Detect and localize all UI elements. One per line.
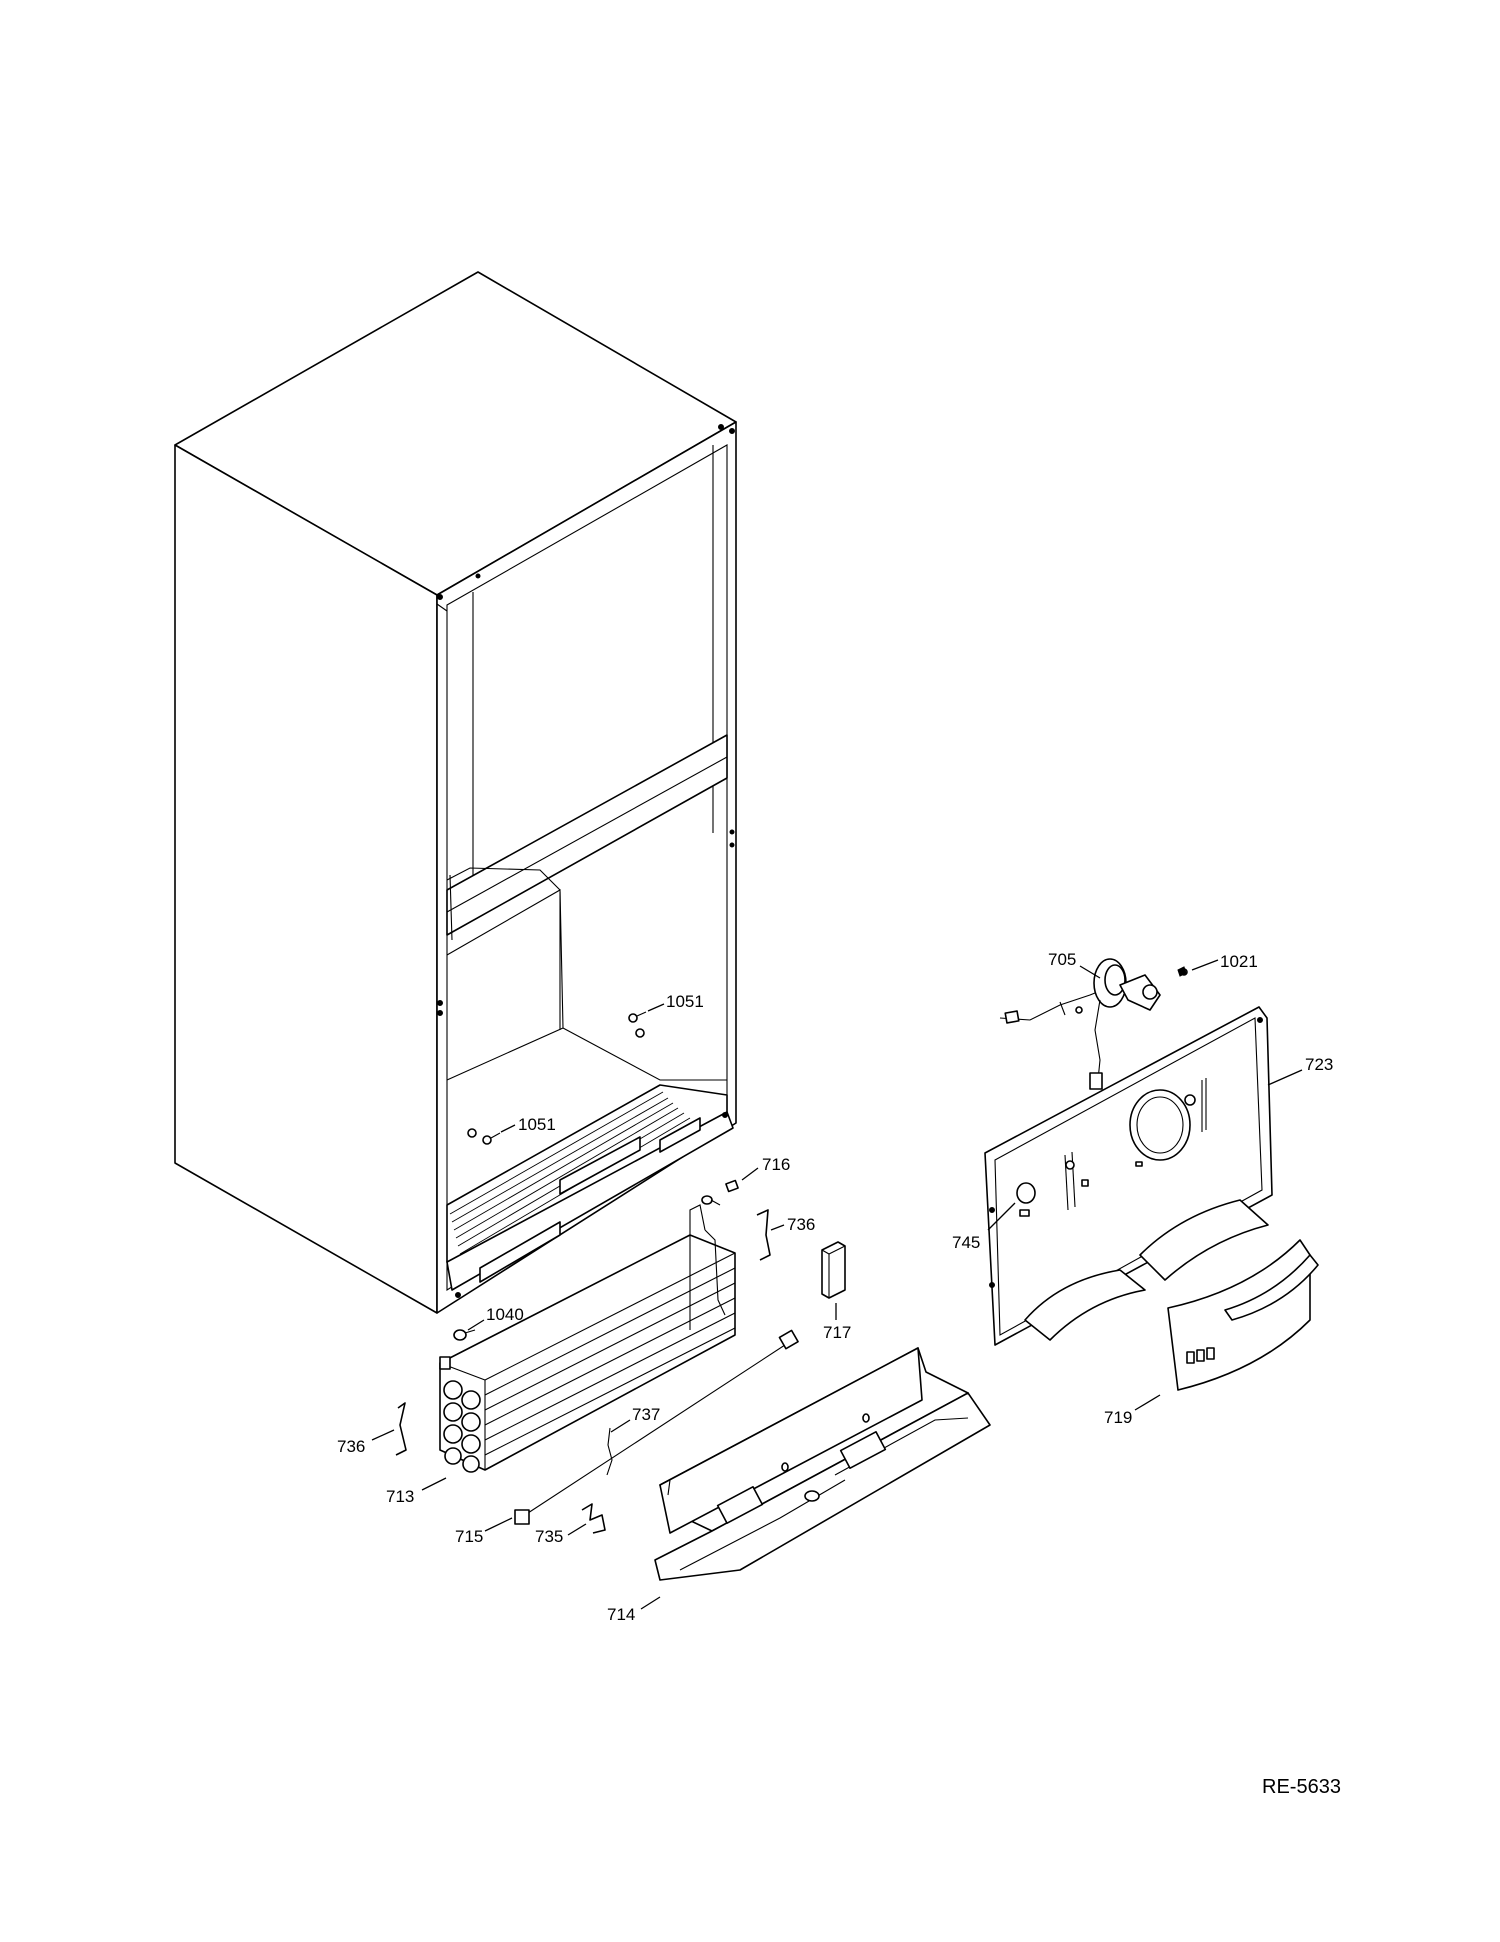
screw-1051-upper [628, 1011, 647, 1038]
evaporator-cover-panel [984, 1006, 1273, 1346]
callout-1040: 1040 [486, 1305, 524, 1324]
cabinet-left-side [174, 444, 438, 1314]
fan-opening [1129, 1089, 1191, 1161]
reference-code: RE-5633 [1262, 1776, 1341, 1798]
connector-715 [514, 1509, 530, 1525]
cover-plug [1016, 1182, 1036, 1204]
callout-736-left: 736 [337, 1437, 365, 1456]
clip-736-left [395, 1402, 407, 1456]
evaporator-coil [439, 1204, 736, 1473]
block-717 [821, 1241, 846, 1299]
leader-lines [371, 959, 1303, 1610]
callout-735: 735 [535, 1527, 563, 1546]
callout-737: 737 [632, 1405, 660, 1424]
callout-714: 714 [607, 1605, 635, 1624]
callout-715: 715 [455, 1527, 483, 1546]
callout-1021: 1021 [1220, 952, 1258, 971]
callout-723: 723 [1305, 1055, 1333, 1074]
clip-735 [581, 1503, 606, 1534]
defrost-heater [514, 1329, 799, 1525]
drain-pan [654, 1347, 991, 1581]
evaporator-cover-lower [1167, 1239, 1319, 1391]
callout-716: 716 [762, 1155, 790, 1174]
refrigerator-cabinet [174, 271, 737, 1314]
screw-1040 [453, 1329, 476, 1341]
callout-705: 705 [1048, 950, 1076, 969]
callout-736-right: 736 [787, 1215, 815, 1234]
callout-719: 719 [1104, 1408, 1132, 1427]
screw-1051-lower [467, 1128, 501, 1145]
callout-713: 713 [386, 1487, 414, 1506]
screw-716 [701, 1179, 739, 1206]
clip-736-right [756, 1209, 771, 1261]
callout-1051-upper: 1051 [666, 992, 704, 1011]
fan-motor-assembly [999, 958, 1188, 1090]
callout-1051-lower: 1051 [518, 1115, 556, 1134]
callout-717: 717 [823, 1323, 851, 1342]
callout-745: 745 [952, 1233, 980, 1252]
